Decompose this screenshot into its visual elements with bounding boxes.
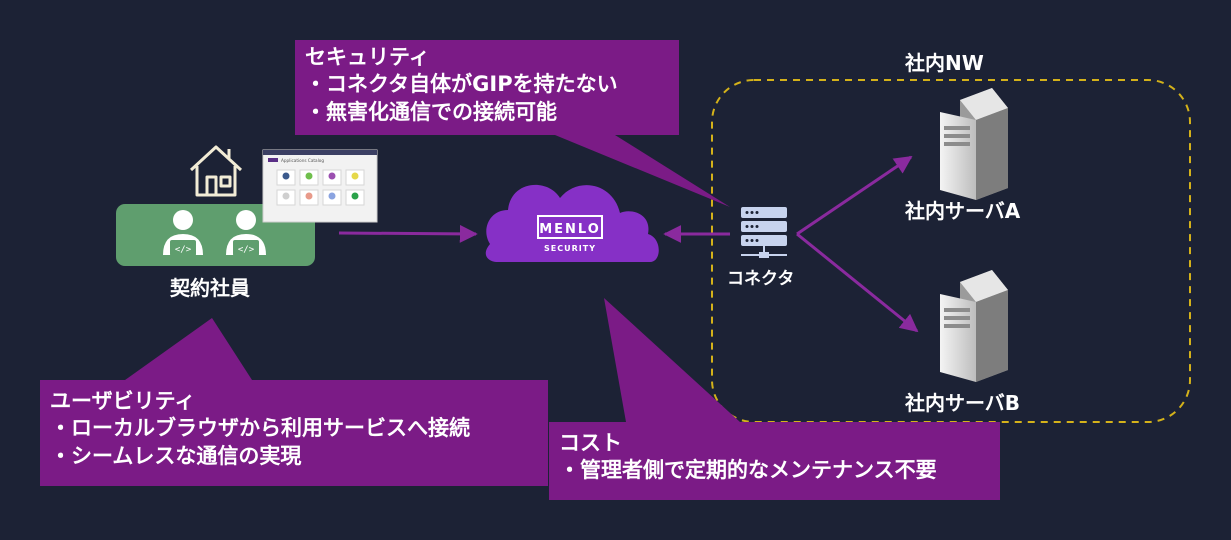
- catalog-title: Applications Catalog: [281, 158, 324, 163]
- catalog-app-icon: [282, 172, 290, 180]
- security-brand-text: SECURITY: [544, 244, 596, 253]
- contract-employee-label: 契約社員: [170, 276, 250, 300]
- security-callout: [295, 40, 730, 207]
- internal-network-label: 社内NW: [905, 51, 984, 75]
- developer-icon: </>: [226, 210, 266, 256]
- catalog-app-icon: [282, 192, 290, 200]
- security-line-1: ・コネクタ自体がGIPを持たない: [305, 72, 618, 97]
- connector-to-server-b-arrow: [796, 232, 919, 333]
- connector-server-icon: [741, 207, 787, 258]
- cost-callout: [549, 298, 1000, 500]
- usability-line-1: ・ローカルブラウザから利用サービスへ接続: [50, 416, 470, 441]
- security-callout-text: セキュリティ ・コネクタ自体がGIPを持たない ・無害化通信での接続可能: [305, 44, 618, 126]
- cost-title: コスト: [559, 431, 622, 455]
- catalog-app-icon: [351, 192, 359, 200]
- security-line-2: ・無害化通信での接続可能: [305, 99, 557, 124]
- server-tower-icon: [940, 88, 1008, 200]
- catalog-app-icon: [351, 172, 359, 180]
- server-a-label: 社内サーバA: [905, 199, 1021, 223]
- usability-line-2: ・シームレスな通信の実現: [50, 443, 302, 468]
- applications-catalog-window: Applications Catalog: [262, 149, 378, 223]
- cloud-icon: [485, 184, 659, 262]
- usability-title: ユーザビリティ: [50, 389, 196, 413]
- catalog-app-icon: [305, 192, 313, 200]
- security-title: セキュリティ: [305, 45, 430, 69]
- catalog-app-icon: [328, 172, 336, 180]
- developer-icon: </>: [163, 210, 203, 256]
- house-icon: [189, 145, 243, 197]
- cost-line-1: ・管理者側で定期的なメンテナンス不要: [559, 458, 937, 483]
- cost-callout-text: コスト ・管理者側で定期的なメンテナンス不要: [559, 430, 937, 485]
- catalog-app-icon: [305, 172, 313, 180]
- usability-callout-text: ユーザビリティ ・ローカルブラウザから利用サービスへ接続 ・シームレスな通信の実…: [50, 388, 470, 470]
- user-to-cloud-arrow: [338, 224, 478, 243]
- connector-label: コネクタ: [727, 269, 795, 289]
- server-b-label: 社内サーバB: [905, 391, 1021, 415]
- menlo-brand-text: MENLO: [539, 222, 601, 237]
- catalog-app-icon: [328, 192, 336, 200]
- server-tower-icon: [940, 270, 1008, 382]
- connector-to-server-a-arrow: [796, 155, 913, 236]
- menlo-logo-box: [537, 215, 603, 239]
- svg-text:</>: </>: [175, 245, 192, 255]
- usability-callout: [40, 318, 548, 486]
- svg-text:</>: </>: [238, 245, 255, 255]
